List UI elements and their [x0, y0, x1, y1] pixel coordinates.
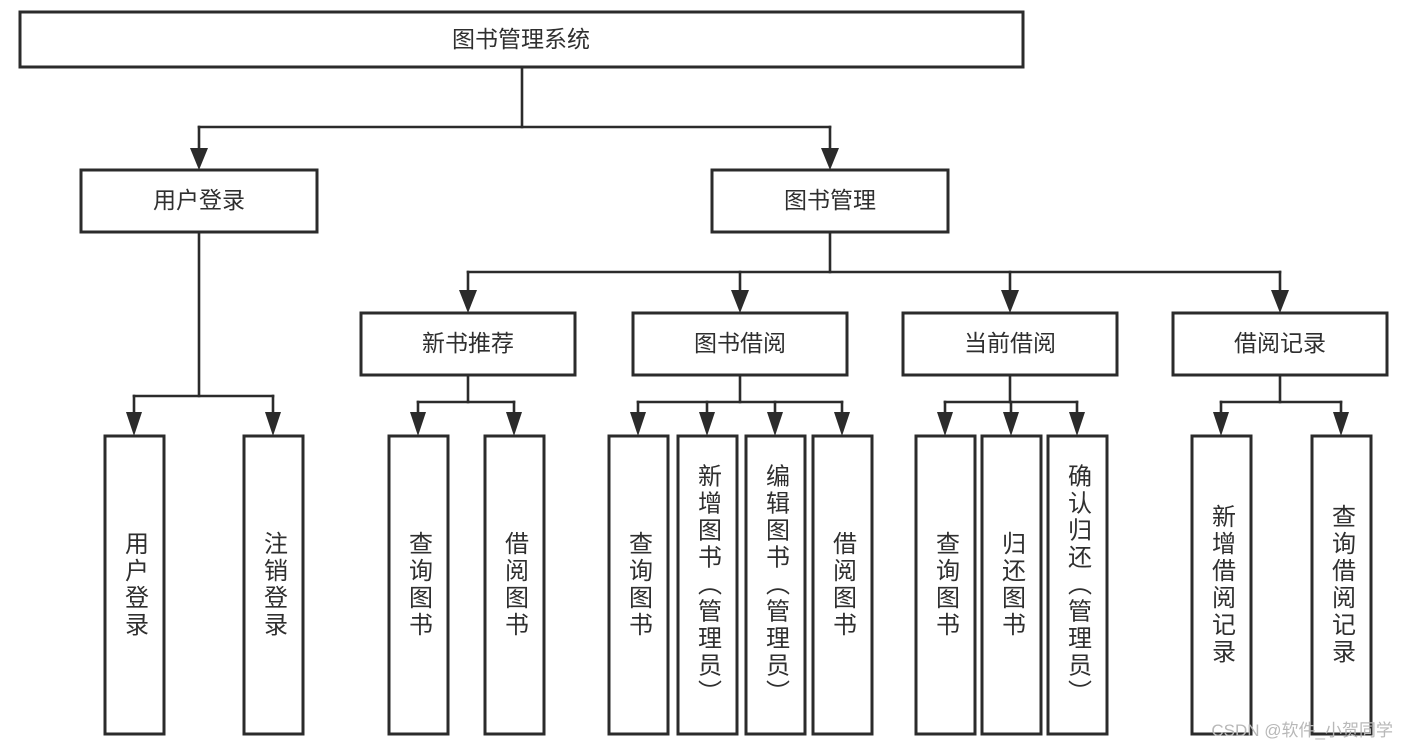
- arrow-head-new-books: [459, 290, 477, 313]
- arrow-head-bb-leaf2: [699, 412, 715, 436]
- leaf-logout[interactable]: 注销登录: [242, 434, 305, 736]
- node-book-management-label: 图书管理: [784, 187, 876, 213]
- leaf-logout-label: 注销登录: [260, 531, 288, 639]
- node-book-borrow-label: 图书借阅: [694, 330, 786, 356]
- arrow-head-bb-leaf1: [630, 412, 646, 436]
- node-current-borrow[interactable]: 当前借阅: [901, 311, 1119, 377]
- leaf-bb-add-book-admin-label: 新增图书（管理员）: [694, 464, 722, 707]
- leaf-bb-query-books-label: 查询图书: [625, 531, 653, 639]
- node-user-login-box[interactable]: [79, 168, 319, 234]
- leaf-logout-box[interactable]: [242, 434, 305, 736]
- leaf-br-query-record-label: 查询借阅记录: [1328, 504, 1356, 666]
- arrow-head-borrow-records: [1271, 290, 1289, 313]
- leaf-user-login-label: 用户登录: [121, 531, 149, 639]
- leaf-bb-query-books[interactable]: 查询图书: [607, 434, 670, 736]
- leaf-bb-add-book-admin-box[interactable]: [676, 434, 739, 736]
- arrow-head-br-leaf1: [1213, 412, 1229, 436]
- connector-layer: [126, 65, 1349, 436]
- leaf-user-login[interactable]: 用户登录: [103, 434, 166, 736]
- leaf-bb-edit-book-admin-box[interactable]: [744, 434, 807, 736]
- leaf-br-query-record[interactable]: 查询借阅记录: [1310, 434, 1373, 736]
- leaf-cb-confirm-return-admin-label: 确认归还（管理员）: [1064, 464, 1092, 707]
- node-root-box[interactable]: [18, 10, 1025, 69]
- arrow-head-br-leaf2: [1333, 412, 1349, 436]
- leaf-cb-return-book[interactable]: 归还图书: [980, 434, 1043, 736]
- leaf-br-add-record[interactable]: 新增借阅记录: [1190, 434, 1253, 736]
- leaf-br-add-record-label: 新增借阅记录: [1208, 504, 1236, 666]
- node-new-book-recommend-box[interactable]: [359, 311, 577, 377]
- leaf-bb-borrow-book-box[interactable]: [811, 434, 874, 736]
- arrow-head-book-borrow: [731, 290, 749, 313]
- node-book-borrow[interactable]: 图书借阅: [631, 311, 849, 377]
- arrow-head-bb-leaf4: [834, 412, 850, 436]
- node-new-book-recommend-label: 新书推荐: [422, 330, 514, 356]
- leaf-nb-borrow-books-label: 借阅图书: [501, 531, 529, 639]
- arrow-head-login: [190, 148, 208, 170]
- node-current-borrow-label: 当前借阅: [964, 330, 1056, 356]
- leaf-cb-confirm-return-admin[interactable]: 确认归还（管理员）: [1046, 434, 1109, 736]
- arrow-head-current-borrow: [1001, 290, 1019, 313]
- leaf-bb-edit-book-admin-label: 编辑图书（管理员）: [762, 464, 790, 707]
- node-borrow-records[interactable]: 借阅记录: [1171, 311, 1389, 377]
- node-current-borrow-box[interactable]: [901, 311, 1119, 377]
- node-borrow-records-label: 借阅记录: [1234, 330, 1326, 356]
- leaf-br-query-record-box[interactable]: [1310, 434, 1373, 736]
- leaf-user-login-box[interactable]: [103, 434, 166, 736]
- node-root-label: 图书管理系统: [452, 26, 590, 52]
- node-borrow-records-box[interactable]: [1171, 311, 1389, 377]
- leaf-br-add-record-box[interactable]: [1190, 434, 1253, 736]
- arrow-head-logout-leaf: [265, 412, 281, 436]
- arrow-head-user-login-leaf: [126, 412, 142, 436]
- arrow-head-cb-leaf2: [1003, 412, 1019, 436]
- leaf-bb-query-books-box[interactable]: [607, 434, 670, 736]
- leaf-bb-add-book-admin[interactable]: 新增图书（管理员）: [676, 434, 739, 736]
- leaf-bb-edit-book-admin[interactable]: 编辑图书（管理员）: [744, 434, 807, 736]
- leaf-cb-query-books[interactable]: 查询图书: [914, 434, 977, 736]
- node-book-management[interactable]: 图书管理: [710, 168, 950, 234]
- arrow-head-nb-leaf2: [506, 412, 522, 436]
- leaf-cb-query-books-box[interactable]: [914, 434, 977, 736]
- node-user-login-label: 用户登录: [153, 187, 245, 213]
- node-new-book-recommend[interactable]: 新书推荐: [359, 311, 577, 377]
- leaf-nb-query-books-label: 查询图书: [405, 531, 433, 639]
- leaf-cb-return-book-box[interactable]: [980, 434, 1043, 736]
- leaf-bb-borrow-book[interactable]: 借阅图书: [811, 434, 874, 736]
- leaf-bb-borrow-book-label: 借阅图书: [829, 531, 857, 639]
- leaf-cb-confirm-return-admin-box[interactable]: [1046, 434, 1109, 736]
- leaf-cb-return-book-label: 归还图书: [998, 531, 1026, 639]
- leaf-nb-query-books-box[interactable]: [387, 434, 450, 736]
- arrow-head-manage: [821, 148, 839, 170]
- arrow-head-nb-leaf1: [410, 412, 426, 436]
- node-user-login[interactable]: 用户登录: [79, 168, 319, 234]
- leaf-nb-borrow-books-box[interactable]: [483, 434, 546, 736]
- leaf-cb-query-books-label: 查询图书: [932, 531, 960, 639]
- leaf-nb-query-books[interactable]: 查询图书: [387, 434, 450, 736]
- arrow-head-cb-leaf1: [937, 412, 953, 436]
- node-root[interactable]: 图书管理系统: [18, 10, 1025, 69]
- leaf-nb-borrow-books[interactable]: 借阅图书: [483, 434, 546, 736]
- node-book-borrow-box[interactable]: [631, 311, 849, 377]
- arrow-head-bb-leaf3: [767, 412, 783, 436]
- arrow-head-cb-leaf3: [1069, 412, 1085, 436]
- node-book-management-box[interactable]: [710, 168, 950, 234]
